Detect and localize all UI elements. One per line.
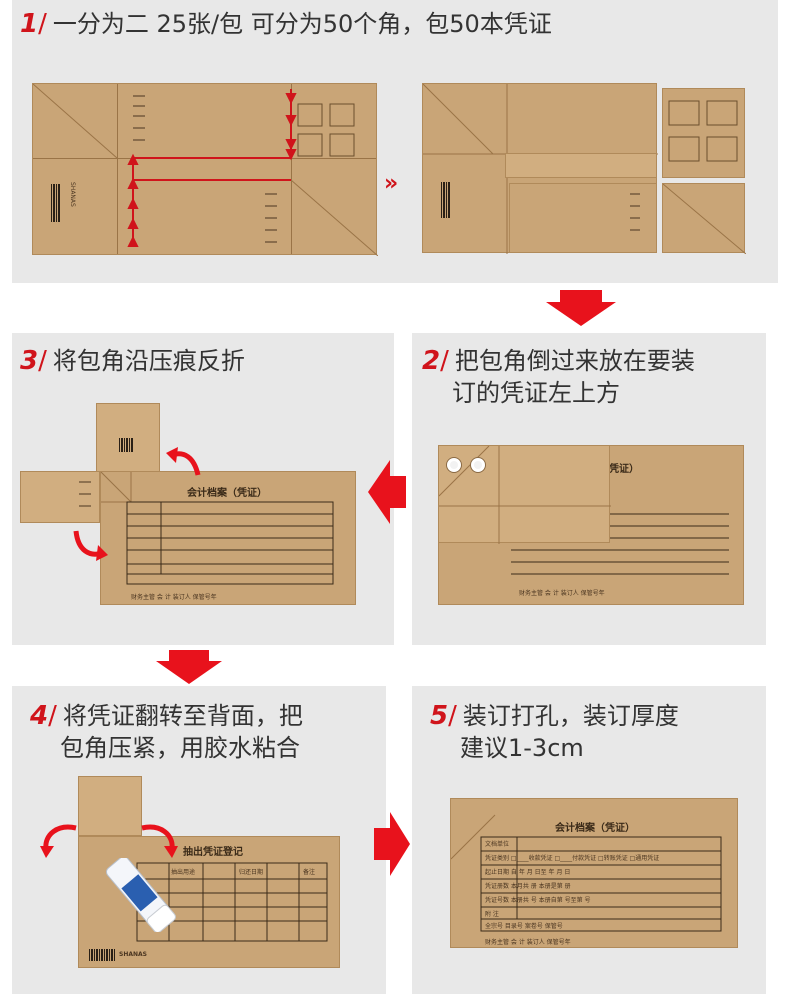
step2-number: 2 bbox=[422, 346, 441, 376]
arrow-left bbox=[368, 460, 406, 524]
step1-slash: / bbox=[38, 9, 47, 39]
corner-flap-4 bbox=[78, 776, 142, 836]
step2-caption-line1: 2/把包角倒过来放在要装 bbox=[422, 345, 695, 377]
step1-text: 一分为二 25张/包 可分为50个角，包50本凭证 bbox=[52, 10, 552, 38]
step1-number: 1 bbox=[20, 9, 39, 39]
corner-overlay-2 bbox=[438, 445, 611, 544]
step4-number: 4 bbox=[30, 701, 49, 731]
step5-number: 5 bbox=[430, 701, 449, 731]
folded-flap-left bbox=[20, 471, 100, 523]
back-form-header-5: 归还日期 bbox=[239, 869, 264, 876]
form-row-6: 附 注 bbox=[485, 911, 499, 918]
form-footer-3: 财务主管 会 计 装订人 保管号年 bbox=[131, 594, 217, 601]
step1-caption: 1/一分为二 25张/包 可分为50个角，包50本凭证 bbox=[20, 8, 552, 40]
form-row-1: 文档单位 bbox=[485, 841, 510, 848]
voucher-cover-3: 会计档案（凭证） 财务主管 会 计 装订人 保管号年 bbox=[100, 471, 356, 605]
form-row-5: 凭证号数 本册共 号 本册自第 号至第 号 bbox=[485, 897, 591, 904]
form-row-2: 凭证类别 □____收款凭证 □____付款凭证 □转账凭证 □通用凭证 bbox=[485, 855, 660, 862]
arrow-down-1 bbox=[546, 290, 616, 326]
corner-piece-bottom bbox=[509, 183, 657, 253]
voucher-cover-5: 会计档案（凭证） 文档单位 凭证类别 □____收款凭证 □____付款凭证 □… bbox=[450, 798, 738, 948]
fold-lines-svg bbox=[33, 84, 378, 256]
step3-caption: 3/将包角沿压痕反折 bbox=[20, 345, 245, 377]
step1-separator: » bbox=[384, 171, 399, 196]
step2-panel: 2/把包角倒过来放在要装 订的凭证左上方 凭证） 财务主管 会 计 装订人 保管… bbox=[412, 333, 766, 645]
punch-hole-1 bbox=[447, 458, 461, 472]
fold-arrow-up-icon bbox=[166, 447, 201, 476]
form-title-3: 会计档案（凭证） bbox=[187, 488, 267, 499]
step4-slash: / bbox=[48, 701, 57, 731]
step2-caption-line2: 订的凭证左上方 bbox=[452, 379, 620, 407]
back-form-header-6: 备注 bbox=[303, 869, 316, 876]
barcode bbox=[51, 184, 61, 222]
step3-number: 3 bbox=[20, 346, 39, 376]
form-footer-5: 财务主管 会 计 装订人 保管号年 bbox=[485, 939, 571, 946]
step3-panel: 3/将包角沿压痕反折 会计档案（凭证） 财务主管 会 计 装订人 bbox=[12, 333, 394, 645]
step2-slash: / bbox=[440, 346, 449, 376]
brand-label-4: SHANAS bbox=[119, 951, 147, 958]
fold-arrow-down-icon bbox=[73, 530, 108, 561]
step5-caption-line1: 5/装订打孔，装订厚度 bbox=[430, 700, 679, 732]
back-form-title: 抽出凭证登记 bbox=[183, 847, 243, 858]
glue-stick-icon bbox=[105, 858, 176, 932]
step2-text-line1: 把包角倒过来放在要装 bbox=[454, 347, 695, 375]
form-title-5: 会计档案（凭证） bbox=[555, 823, 635, 834]
corner-piece-right bbox=[662, 88, 745, 178]
corner-piece-right-bottom bbox=[662, 183, 746, 254]
step4-panel: 4/将凭证翻转至背面，把 包角压紧，用胶水粘合 抽出凭证登记 抽出用途 归还日期… bbox=[12, 686, 386, 994]
form-footer-2: 财务主管 会 计 装订人 保管号年 bbox=[519, 590, 605, 597]
corner-sheet-whole: SHANAS bbox=[32, 83, 378, 256]
step4-caption-line2: 包角压紧，用胶水粘合 bbox=[60, 734, 300, 762]
form-title-2: 凭证） bbox=[609, 464, 639, 475]
punch-hole-2 bbox=[471, 458, 485, 472]
step5-text-line1: 装订打孔，装订厚度 bbox=[462, 702, 679, 730]
form-row-3: 起止日期 自 年 月 日至 年 月 日 bbox=[485, 869, 571, 876]
step4-text-line1: 将凭证翻转至背面，把 bbox=[62, 702, 303, 730]
step5-panel: 5/装订打孔，装订厚度 建议1-3cm 会计档案（凭证） 文档单位 凭证类别 □… bbox=[412, 686, 766, 994]
press-arrow-right-icon bbox=[141, 824, 178, 858]
step5-slash: / bbox=[448, 701, 457, 731]
step3-text: 将包角沿压痕反折 bbox=[52, 347, 245, 375]
step4-caption-line1: 4/将凭证翻转至背面，把 bbox=[30, 700, 303, 732]
step3-slash: / bbox=[38, 346, 47, 376]
brand-label: SHANAS bbox=[69, 182, 76, 207]
strip-piece bbox=[505, 153, 657, 178]
form-row-4: 凭证册数 本月共 册 本册是第 册 bbox=[485, 883, 571, 890]
arrow-down-2 bbox=[156, 650, 222, 684]
arrow-right bbox=[374, 812, 410, 876]
step1-panel: 1/一分为二 25张/包 可分为50个角，包50本凭证 SHANAS bbox=[12, 0, 778, 283]
step5-caption-line2: 建议1-3cm bbox=[460, 734, 584, 762]
press-arrow-left-icon bbox=[40, 824, 77, 858]
form-row-7: 全宗号 目录号 案卷号 保管号 bbox=[485, 923, 563, 930]
back-form-header-2: 抽出用途 bbox=[171, 869, 196, 876]
